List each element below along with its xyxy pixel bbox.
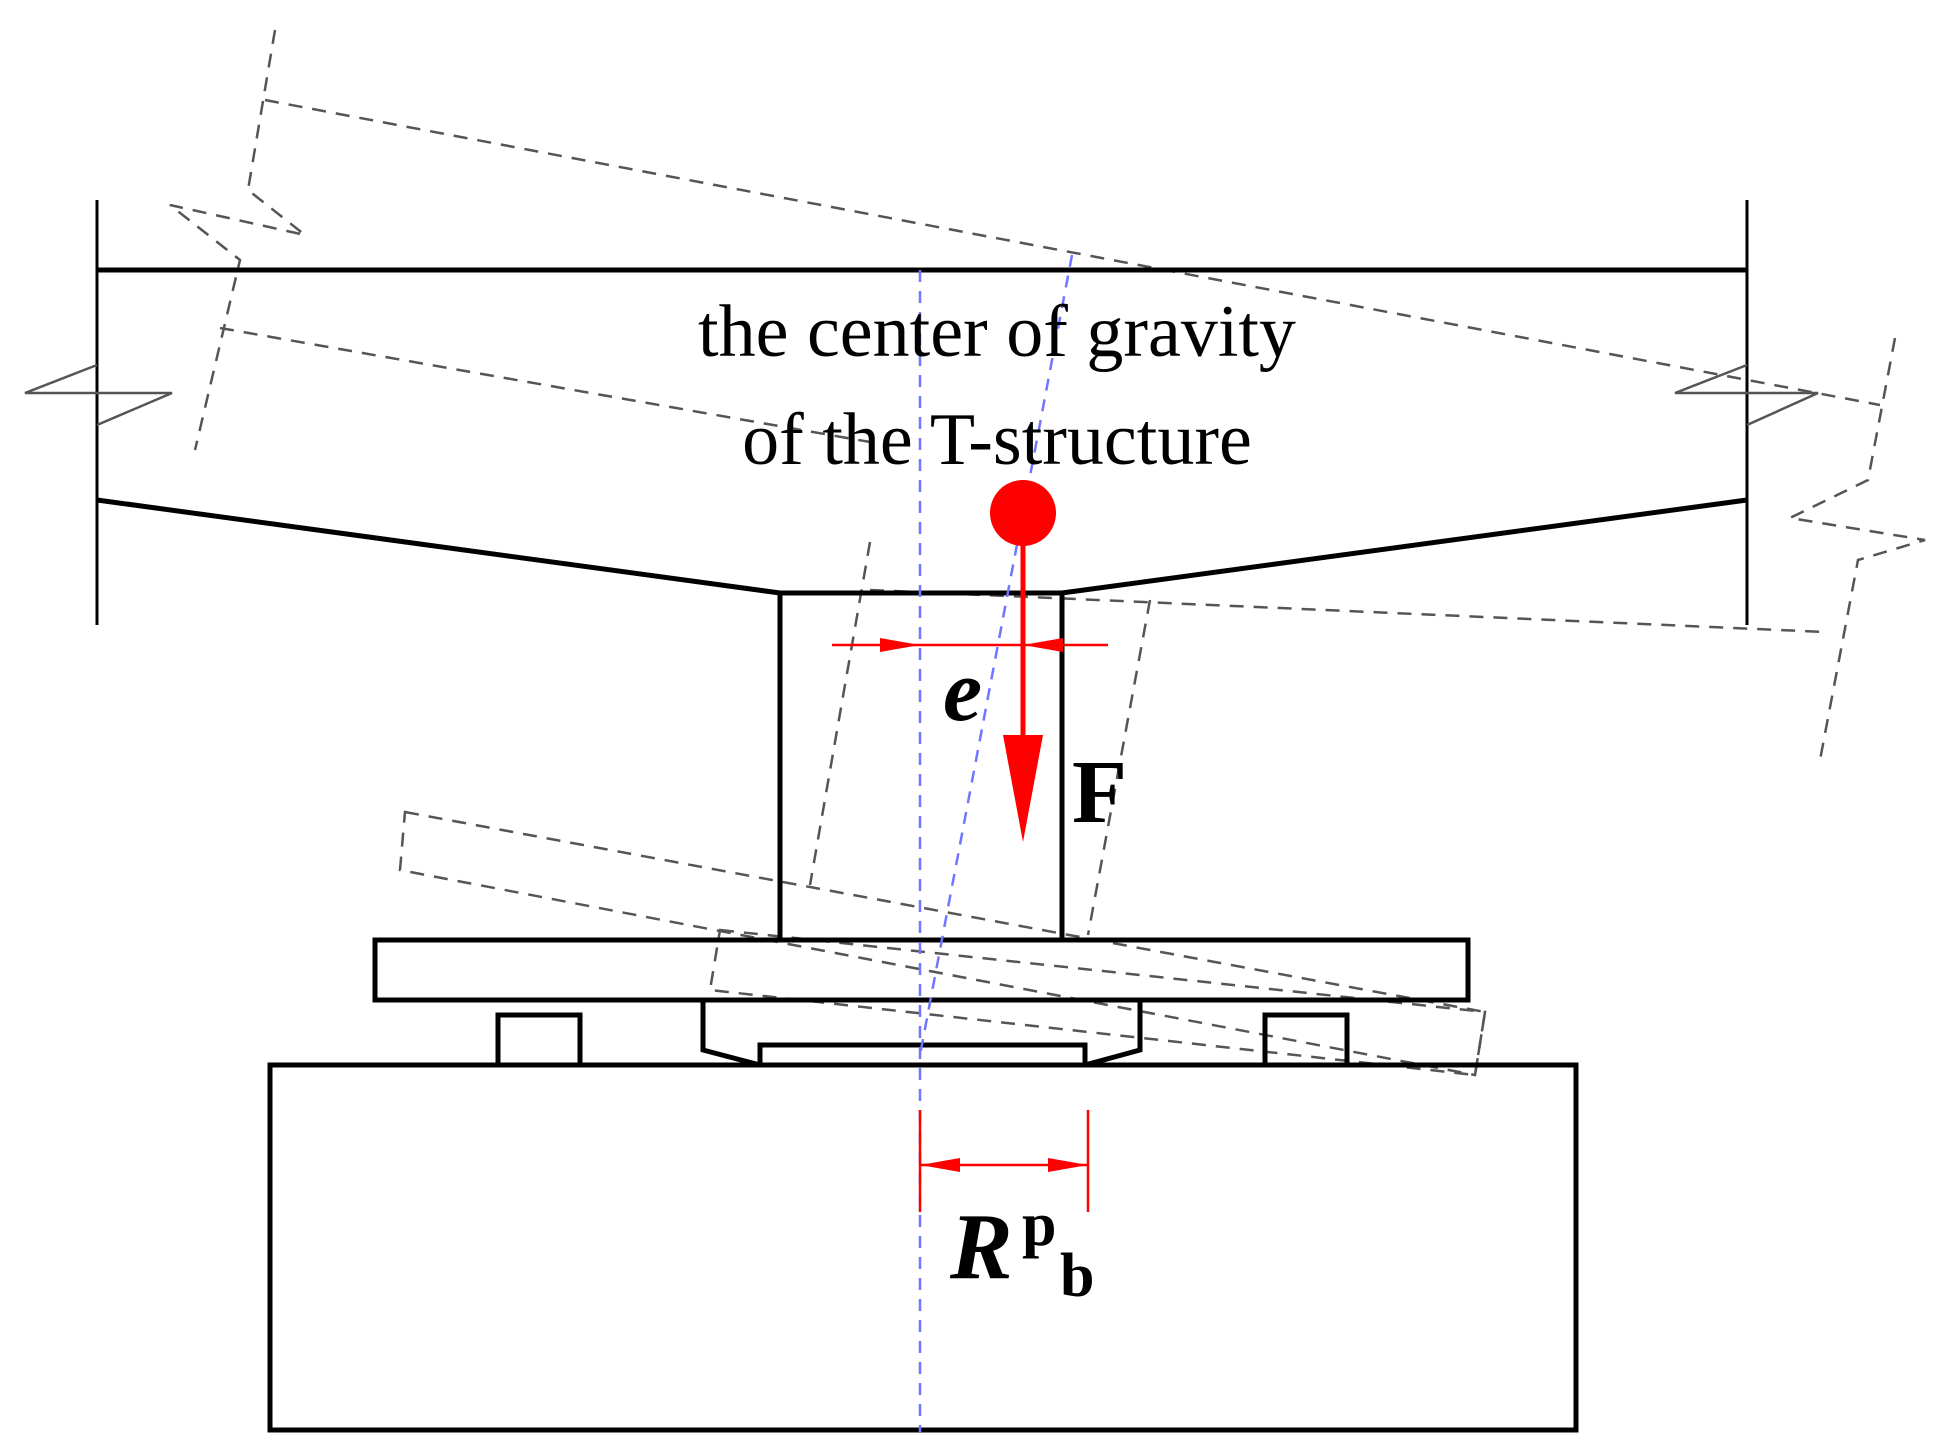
rotated-structure-outline — [169, 29, 1926, 1077]
eccentricity-label: e — [943, 643, 982, 740]
spherical-hinge — [700, 1000, 1143, 1068]
force-label: F — [1072, 743, 1127, 842]
eccentricity-arrow-right — [880, 638, 920, 652]
foundation — [267, 1062, 1579, 1433]
eccentricity-dimension — [832, 638, 1108, 652]
radius-dimension — [918, 1110, 1090, 1212]
center-of-gravity-marker — [990, 480, 1056, 546]
rotation-axes — [918, 254, 1074, 1432]
force-arrow-head — [1003, 735, 1043, 842]
support-block-left — [495, 1012, 583, 1068]
upper-turntable — [372, 937, 1471, 1003]
center-of-gravity-label-line1: the center of gravity — [698, 291, 1296, 373]
eccentricity-arrow-left — [1023, 638, 1063, 652]
support-block-right — [1262, 1012, 1350, 1068]
radius-arrow-right — [1048, 1158, 1088, 1172]
radius-label-subscript: b — [1060, 1242, 1094, 1310]
pier-and-foundation — [267, 590, 1579, 1433]
radius-label-main: R — [949, 1195, 1013, 1299]
tilted-axis — [918, 254, 1074, 1056]
gravity-force — [990, 480, 1056, 842]
radius-arrow-left — [920, 1158, 960, 1172]
radius-label-superscript: p — [1022, 1191, 1056, 1259]
radius-label: R — [949, 1195, 1013, 1299]
center-of-gravity-label-line2: of the T-structure — [742, 399, 1252, 481]
